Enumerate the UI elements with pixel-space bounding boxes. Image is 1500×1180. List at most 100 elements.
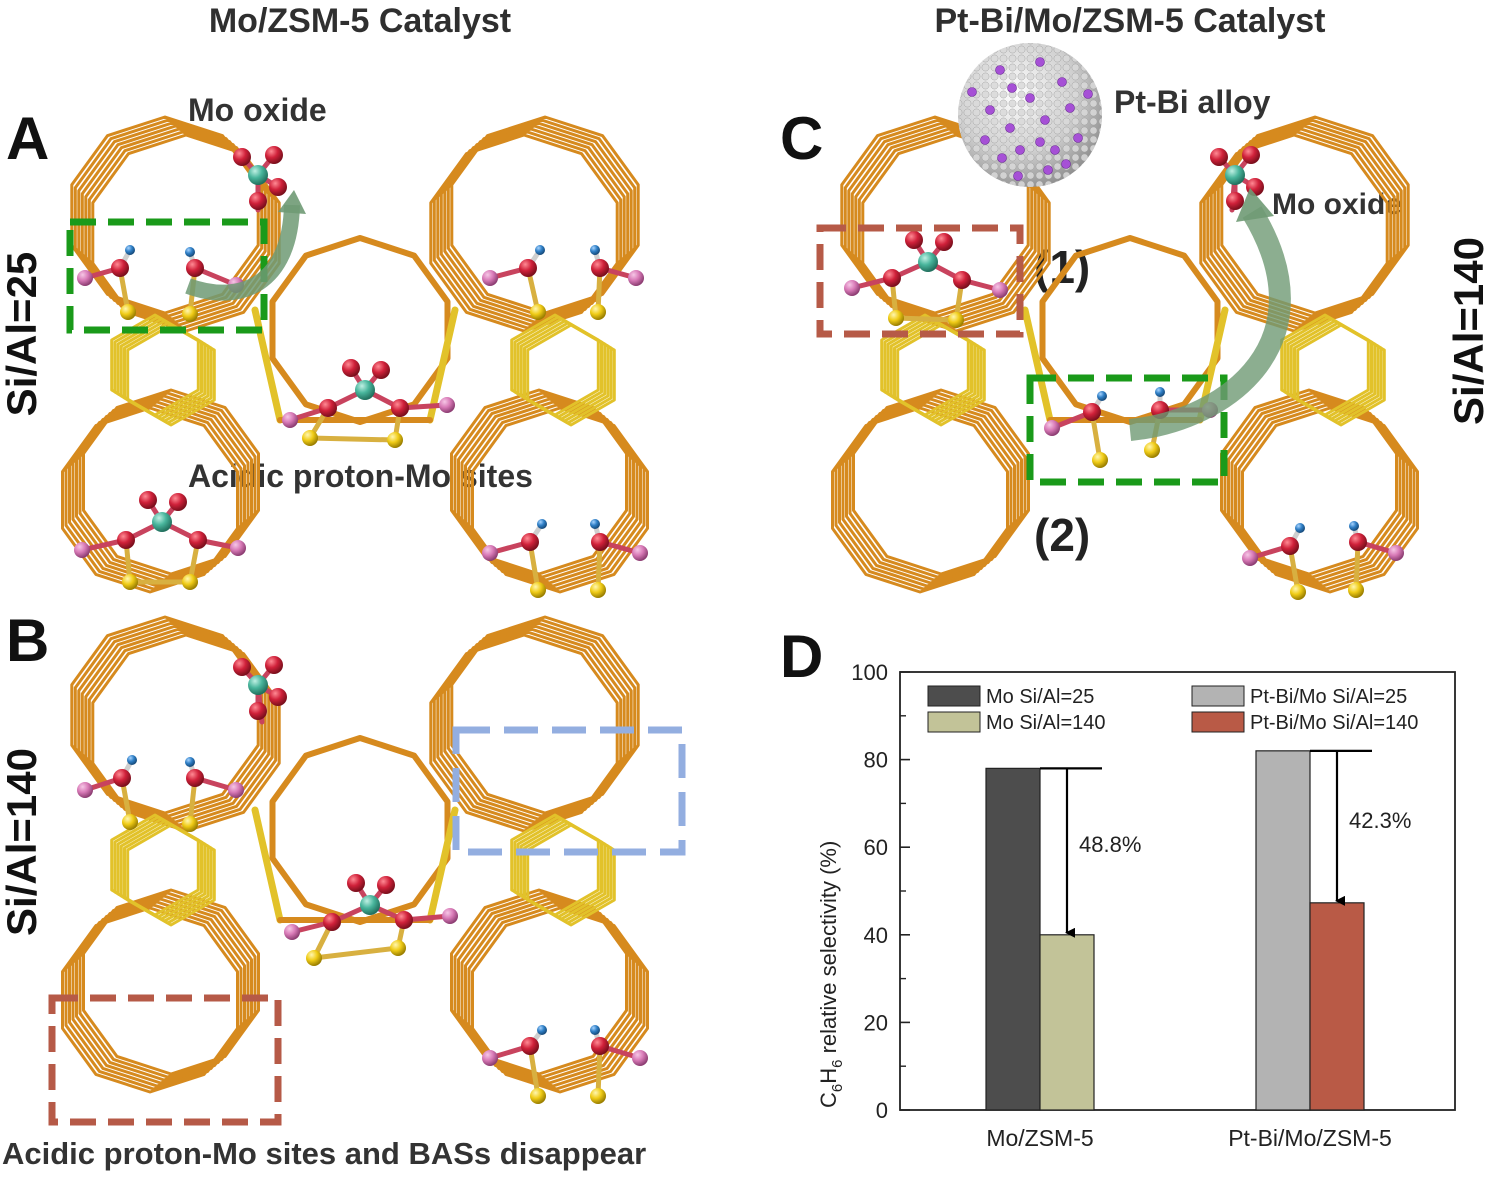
oxygen-atom	[319, 399, 337, 417]
site-label-2: (2)	[1034, 509, 1091, 561]
oxygen-atom	[186, 259, 204, 277]
aluminum-atom	[439, 397, 455, 413]
framework-bond	[426, 806, 459, 924]
x-tick-label: Mo/ZSM-5	[986, 1125, 1093, 1151]
bismuth-atom	[1065, 103, 1075, 113]
silicon-atom	[590, 304, 606, 320]
oxygen-atom	[249, 702, 267, 720]
aluminum-atom	[632, 1050, 648, 1066]
aluminum-atom	[482, 545, 498, 561]
arrow-head-a	[278, 190, 306, 214]
oxygen-atom	[391, 399, 409, 417]
bismuth-atom	[1035, 137, 1045, 147]
oxygen-atom	[377, 876, 395, 894]
bismuth-atom	[1007, 83, 1017, 93]
hydrogen-atom	[535, 245, 545, 255]
aluminum-atom	[1242, 550, 1258, 566]
oxygen-atom	[139, 491, 157, 509]
silicon-atom	[182, 574, 198, 590]
framework-bond	[1021, 306, 1054, 424]
aluminum-atom	[1388, 545, 1404, 561]
alloy-label-c: Pt-Bi alloy	[1114, 84, 1271, 120]
silicon-atom	[530, 582, 546, 598]
framework-ring-layer	[269, 735, 451, 925]
legend-swatch	[1191, 685, 1245, 707]
pt-bi-alloy-texture	[958, 43, 1102, 187]
molybdenum-atom	[1225, 165, 1245, 185]
framework-ring-layer	[61, 406, 239, 594]
arrow-green-a	[185, 204, 300, 301]
framework-ring-layer	[126, 823, 216, 927]
oxygen-atom	[265, 656, 283, 674]
oxygen-atom	[1226, 192, 1244, 210]
oxygen-atom	[1083, 403, 1101, 421]
molybdenum-atom	[248, 675, 268, 695]
oxygen-atom	[521, 533, 539, 551]
oxygen-atom	[591, 259, 609, 277]
silicon-atom	[590, 582, 606, 598]
framework-ring-layer	[71, 897, 250, 1085]
silicon-atom	[530, 1088, 546, 1104]
bismuth-atom	[1040, 115, 1050, 125]
aluminum-atom	[77, 270, 93, 286]
silicon-atom	[1144, 442, 1160, 458]
framework-ring-layer	[526, 323, 616, 427]
oxygen-atom	[591, 533, 609, 551]
framework-ring-layer	[1296, 323, 1386, 427]
y-tick-label: 20	[864, 1010, 888, 1035]
hydrogen-atom	[1097, 391, 1107, 401]
framework-bond	[251, 806, 284, 924]
molybdenum-atom	[355, 380, 375, 400]
framework-ring-layer	[78, 891, 257, 1079]
oxygen-atom	[113, 769, 131, 787]
overlay-layer	[48, 43, 1291, 1126]
oxygen-atom	[521, 1037, 539, 1055]
bar	[1309, 902, 1365, 1111]
framework-ring-layer	[450, 388, 628, 576]
mo-oxide-label-a: Mo oxide	[188, 92, 327, 128]
legend-label: Pt-Bi/Mo Si/Al=25	[1250, 686, 1407, 708]
drop-percent-label: 48.8%	[1079, 832, 1141, 857]
y-tick-label: 80	[864, 748, 888, 773]
y-tick-label: 60	[864, 835, 888, 860]
bismuth-atom	[997, 153, 1007, 163]
bismuth-atoms	[967, 57, 1093, 181]
panel-letter-d: D	[780, 623, 824, 690]
oxygen-atom	[342, 359, 360, 377]
legend-label: Mo Si/Al=140	[986, 712, 1106, 734]
framework-ring-layer	[852, 388, 1030, 576]
hydrogen-atom	[185, 247, 195, 257]
oxygen-atom	[347, 874, 365, 892]
oxygen-atom	[905, 231, 923, 249]
silicon-atom	[122, 574, 138, 590]
oxygen-atom	[186, 769, 204, 787]
oxygen-atom	[1242, 146, 1260, 164]
bismuth-atom	[1050, 145, 1060, 155]
aluminum-atom	[282, 412, 298, 428]
silicon-atom	[182, 306, 198, 322]
hydrogen-atom	[590, 1025, 600, 1035]
framework-ring-layer	[61, 906, 239, 1094]
molybdenum-atom	[248, 165, 268, 185]
bismuth-atom	[1043, 165, 1053, 175]
bismuth-atom	[1061, 159, 1071, 169]
oxygen-atom	[323, 913, 341, 931]
atom-bond	[311, 945, 401, 961]
silicon-atom	[1290, 584, 1306, 600]
framework-ring-layer	[68, 900, 246, 1088]
plot-frame	[899, 671, 1456, 1111]
oxygen-atom	[935, 233, 953, 251]
hydrogen-atom	[537, 519, 547, 529]
arrow-head-c	[1236, 188, 1274, 222]
atom-bond	[893, 315, 959, 323]
oxygen-atom	[395, 911, 413, 929]
bismuth-atom	[995, 65, 1005, 75]
framework-ring-layer	[838, 400, 1016, 588]
bismuth-atom	[1025, 93, 1035, 103]
oxygen-atom	[372, 361, 390, 379]
framework-ring-layer	[848, 391, 1027, 579]
